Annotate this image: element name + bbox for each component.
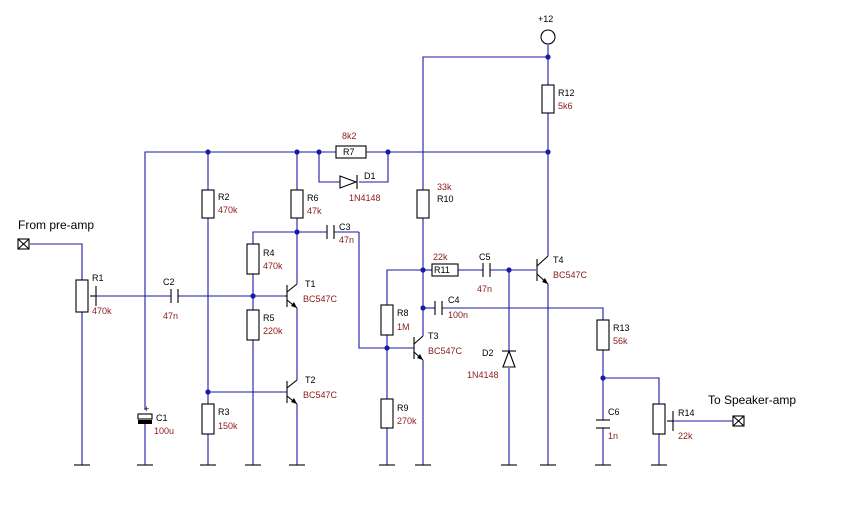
- input-label: From pre-amp: [18, 218, 94, 232]
- r6-ref: R6: [307, 193, 319, 203]
- resistor-r13: R13 56k: [596, 319, 630, 351]
- r6-value: 47k: [307, 206, 322, 216]
- c4-ref: C4: [448, 295, 460, 305]
- r2-ref: R2: [218, 192, 230, 202]
- r5-value: 220k: [263, 326, 283, 336]
- r11-ref: R11: [434, 265, 450, 275]
- d1-ref: D1: [364, 171, 376, 181]
- r13-ref: R13: [613, 323, 630, 333]
- transistor-t1: T1 BC547C: [285, 279, 338, 309]
- resistor-r3: R3 150k: [201, 403, 238, 435]
- c1-polarity: +: [144, 404, 149, 414]
- r9-ref: R9: [397, 403, 409, 413]
- transistor-t3: T3 BC547C: [413, 331, 463, 361]
- c4-value: 100n: [448, 310, 468, 320]
- supply-label: +12: [538, 14, 553, 24]
- resistor-r8: R8 1M: [380, 304, 410, 336]
- t2-value: BC547C: [303, 390, 338, 400]
- c2-value: 47n: [163, 311, 178, 321]
- t2-ref: T2: [305, 375, 316, 385]
- wires: [30, 45, 733, 465]
- r5-ref: R5: [263, 313, 275, 323]
- r11-value: 22k: [433, 252, 448, 262]
- t1-value: BC547C: [303, 294, 338, 304]
- c3-value: 47n: [339, 235, 354, 245]
- r8-value: 1M: [397, 322, 410, 332]
- resistor-r1: R1 470k: [75, 273, 112, 316]
- resistor-r5: R5 220k: [246, 309, 283, 341]
- transistor-t4: T4 BC547C: [536, 255, 588, 285]
- c3-ref: C3: [339, 222, 351, 232]
- r12-ref: R12: [558, 88, 575, 98]
- r14-ref: R14: [678, 408, 695, 418]
- r3-ref: R3: [218, 407, 230, 417]
- diode-d1: D1 1N4148: [339, 171, 381, 203]
- c5-value: 47n: [477, 284, 492, 294]
- junctions: [205, 54, 606, 395]
- r1-value: 470k: [92, 306, 112, 316]
- diode-d2: D2 1N4148: [467, 348, 516, 380]
- input-terminal: From pre-amp: [17, 218, 94, 250]
- output-terminal: To Speaker-amp: [708, 393, 796, 427]
- r8-ref: R8: [397, 308, 409, 318]
- r12-value: 5k6: [558, 101, 573, 111]
- resistor-r9: R9 270k: [380, 398, 417, 429]
- r7-value: 8k2: [342, 131, 357, 141]
- r3-value: 150k: [218, 421, 238, 431]
- r1-ref: R1: [92, 273, 104, 283]
- t1-ref: T1: [305, 279, 316, 289]
- c5-ref: C5: [479, 252, 491, 262]
- r4-value: 470k: [263, 261, 283, 271]
- r10-ref: R10: [437, 194, 454, 204]
- resistor-r4: R4 470k: [246, 243, 283, 275]
- r10-value: 33k: [437, 182, 452, 192]
- resistor-r6: R6 47k: [290, 189, 322, 219]
- t3-ref: T3: [428, 331, 439, 341]
- resistor-r14: R14 22k: [652, 403, 695, 441]
- c2-ref: C2: [163, 277, 175, 287]
- c6-ref: C6: [608, 407, 620, 417]
- capacitor-c1: + C1 100u: [137, 404, 174, 465]
- capacitor-c4: C4 100n: [434, 295, 468, 320]
- d2-ref: D2: [482, 348, 494, 358]
- resistor-r11: 22k R11: [431, 252, 459, 277]
- capacitor-c3: C3 47n: [326, 222, 354, 245]
- capacitor-c6: C6 1n: [596, 407, 620, 441]
- resistor-r7: 8k2 R7: [335, 131, 367, 159]
- output-label: To Speaker-amp: [708, 393, 796, 407]
- capacitor-c5: C5 47n: [477, 252, 492, 294]
- r14-value: 22k: [678, 431, 693, 441]
- resistor-r10: 33k R10: [416, 182, 454, 219]
- r4-ref: R4: [263, 248, 275, 258]
- supply-terminal: +12: [538, 14, 556, 45]
- d1-value: 1N4148: [349, 193, 381, 203]
- d2-value: 1N4148: [467, 370, 499, 380]
- c1-ref: C1: [156, 413, 168, 423]
- t3-value: BC547C: [428, 346, 463, 356]
- t4-ref: T4: [553, 255, 564, 265]
- c6-value: 1n: [608, 431, 618, 441]
- resistor-r12: R12 5k6: [541, 84, 575, 114]
- r13-value: 56k: [613, 336, 628, 346]
- r7-ref: R7: [343, 147, 355, 157]
- r2-value: 470k: [218, 205, 238, 215]
- resistor-r2: R2 470k: [201, 189, 238, 219]
- r9-value: 270k: [397, 416, 417, 426]
- capacitor-c2: C2 47n: [163, 277, 179, 321]
- transistor-t2: T2 BC547C: [286, 375, 338, 405]
- c1-value: 100u: [154, 426, 174, 436]
- t4-value: BC547C: [553, 270, 588, 280]
